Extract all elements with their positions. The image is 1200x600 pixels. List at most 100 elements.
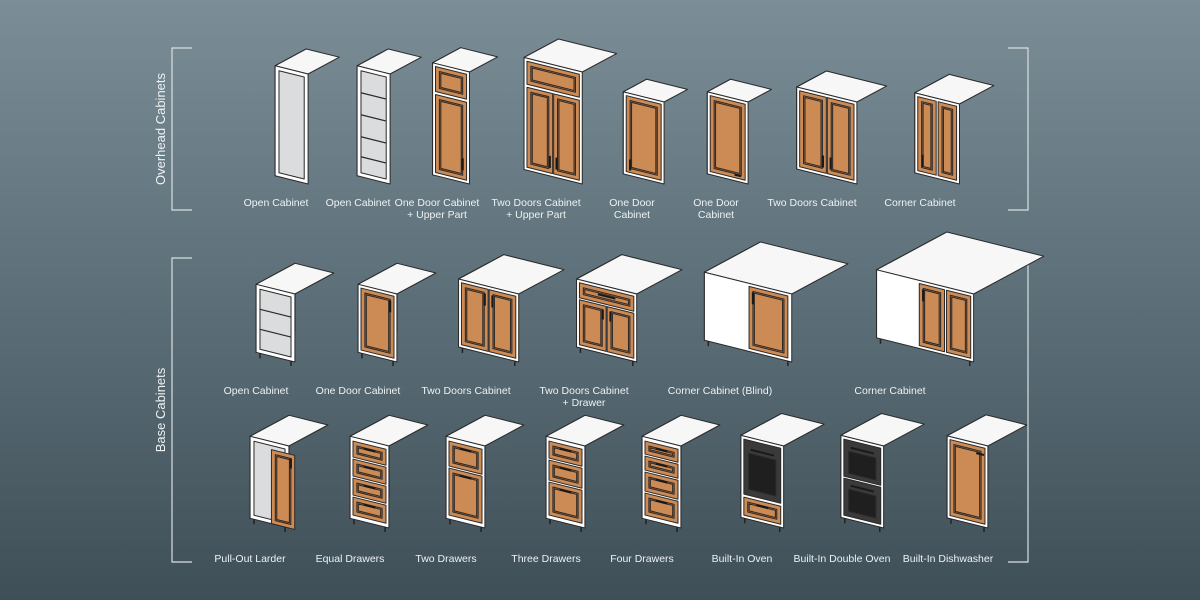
door-inset-face <box>611 312 629 352</box>
shelf <box>259 308 292 318</box>
shelf <box>360 136 387 144</box>
label-line: Equal Drawers <box>316 553 385 565</box>
label-line: Two Doors Cabinet <box>421 385 510 397</box>
overhead-bracket-left <box>171 47 192 211</box>
cabinet-two-drawers <box>445 414 525 533</box>
overhead-section-title: Overhead Cabinets <box>153 72 168 185</box>
cabinet-base-two-door-drawer <box>576 254 683 367</box>
door-inset-face <box>715 101 741 174</box>
door-inset-face <box>440 72 462 93</box>
base-bracket-left <box>171 257 192 563</box>
cabinet-pull-out-larder <box>249 414 329 533</box>
door-inset-face <box>466 289 484 346</box>
tall-base-label: Built-In Dishwasher <box>903 553 994 565</box>
cabinet-equal-drawers <box>349 414 429 533</box>
handle <box>750 448 775 457</box>
handle <box>655 478 668 484</box>
cabinet-open-tall <box>274 48 340 185</box>
handle <box>559 488 572 494</box>
door-inset-face <box>584 306 602 346</box>
cabinet-corner-blind <box>703 241 849 367</box>
label-line: Corner Cabinet <box>884 197 955 209</box>
handle <box>975 452 985 457</box>
label-line: Corner Cabinet <box>854 385 925 397</box>
handle <box>655 447 668 453</box>
label-line: Cabinet <box>698 209 734 221</box>
handle <box>559 466 572 472</box>
handle <box>850 446 875 455</box>
cabinet-base-two-door <box>458 254 565 367</box>
label-line: One Door Cabinet <box>395 197 480 209</box>
cabinet-base-open <box>255 262 335 367</box>
door-inset-face <box>276 455 290 524</box>
label-line: Three Drawers <box>511 553 580 565</box>
label-line: Open Cabinet <box>224 385 289 397</box>
label-line: Two Drawers <box>415 553 476 565</box>
handle <box>363 503 376 509</box>
cabinet-four-drawers <box>641 414 721 533</box>
upper-oven-window <box>848 450 877 481</box>
label-line: Corner Cabinet (Blind) <box>668 385 772 397</box>
label-line: Built-In Oven <box>712 553 773 565</box>
open-interior <box>259 288 292 358</box>
door-inset-face <box>453 474 478 517</box>
cabinet-corner-wall <box>914 73 995 185</box>
cabinet-corner-l <box>876 231 1045 367</box>
handle <box>756 504 769 510</box>
label-line: Four Drawers <box>610 553 674 565</box>
door-inset-face <box>753 292 784 352</box>
base-label: Open Cabinet <box>224 385 289 397</box>
cabinet-one-door-upper <box>432 47 499 185</box>
tall-base-label: Four Drawers <box>610 553 674 565</box>
appliance-built-in-oven <box>740 413 825 533</box>
appliance-built-in-dishwasher <box>946 414 1028 533</box>
base-label: Corner Cabinet (Blind) <box>668 385 772 397</box>
handle <box>459 474 472 480</box>
handle <box>559 447 572 453</box>
cabinet-three-drawers <box>545 414 625 533</box>
tall-base-label: Two Drawers <box>415 553 476 565</box>
open-interior <box>278 70 305 180</box>
handle <box>363 465 376 471</box>
lower-oven-window <box>848 488 877 519</box>
door-inset-face <box>531 93 548 168</box>
base-label: One Door Cabinet <box>316 385 401 397</box>
overhead-label: Open Cabinet <box>326 197 391 209</box>
open-interior <box>360 70 387 180</box>
label-line: + Upper Part <box>506 209 566 221</box>
handle <box>734 173 742 178</box>
door-inset-face <box>558 100 575 174</box>
label-line: Built-In Double Oven <box>794 553 891 565</box>
label-line: Two Doors Cabinet <box>539 385 628 397</box>
tall-base-label: Equal Drawers <box>316 553 385 565</box>
label-line: One Door <box>609 197 655 209</box>
label-line: Pull-Out Larder <box>214 553 286 565</box>
label-line: One Door <box>693 197 739 209</box>
base-label: Two Doors Cabinet+ Drawer <box>539 385 628 409</box>
shelf <box>259 328 292 338</box>
appliance-built-in-double-oven <box>840 413 925 533</box>
cabinet-two-door-wall <box>796 70 888 185</box>
tall-base-label: Pull-Out Larder <box>214 553 286 565</box>
overhead-label: Open Cabinet <box>244 197 309 209</box>
door-inset-face <box>631 101 657 174</box>
oven-window <box>748 452 777 497</box>
cabinet-one-door <box>622 78 688 185</box>
tall-base-label: Built-In Oven <box>712 553 773 565</box>
handle <box>850 484 875 493</box>
door-inset-face <box>804 97 822 168</box>
overhead-bracket-right <box>1008 47 1029 211</box>
label-line: Two Doors Cabinet <box>491 197 580 209</box>
label-line: + Drawer <box>563 397 606 409</box>
door-inset-face <box>493 295 511 352</box>
shelf <box>360 114 387 122</box>
handle <box>655 462 668 468</box>
overhead-label: Two Doors Cabinet+ Upper Part <box>491 197 580 221</box>
shelf <box>360 92 387 100</box>
door-inset-face <box>832 103 850 174</box>
label-line: + Upper Part <box>407 209 467 221</box>
base-label: Two Doors Cabinet <box>421 385 510 397</box>
